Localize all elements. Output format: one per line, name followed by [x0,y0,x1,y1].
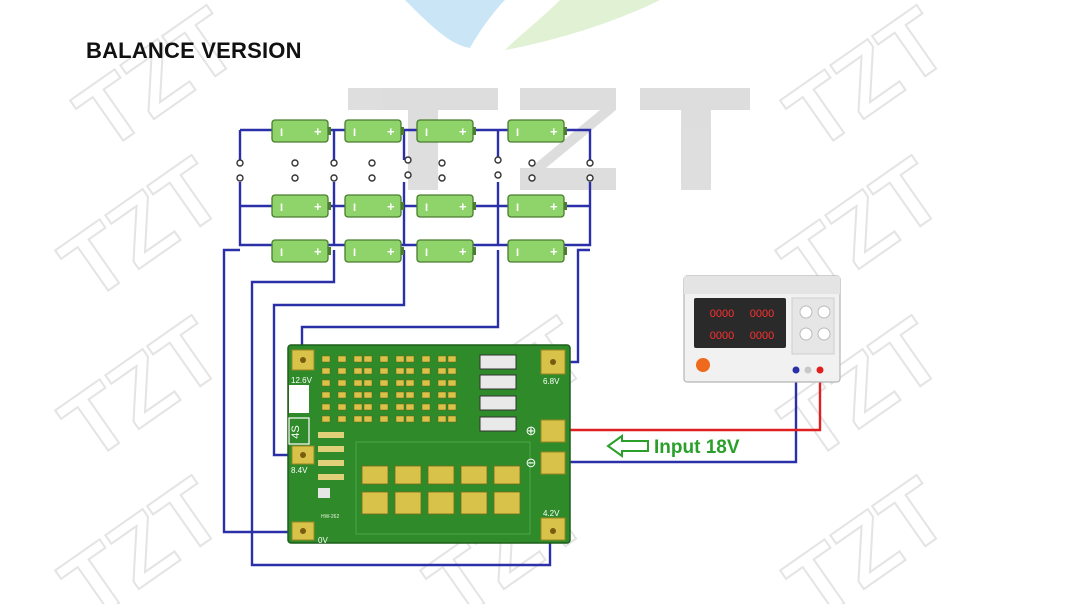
svg-text:+: + [459,244,467,259]
power-supply: 0000 0000 0000 0000 [683,275,841,383]
svg-text:+: + [314,199,322,214]
display-bottom-right: 0000 [750,330,774,342]
watermark-tile: TZT [44,299,241,479]
battery-cell: I+ [344,194,404,218]
watermark-tile: TZT [44,139,241,319]
pad-label-12-6v: 12.6V [291,376,313,385]
display-top-left: 0000 [710,308,734,320]
svg-text:I: I [280,202,283,214]
svg-text:I: I [516,247,519,259]
logo-swoosh [405,0,660,50]
svg-text:+: + [387,124,395,139]
svg-text:+: + [550,199,558,214]
wire-positive-input [550,375,822,432]
junction-dots [236,156,594,182]
svg-text:+: + [387,199,395,214]
battery-cell: I+ [344,119,404,143]
battery-cell: I+ [271,194,331,218]
plus-symbol: ⊕ [526,423,537,438]
svg-text:I: I [516,127,519,139]
battery-cell: I+ [271,119,331,143]
silkscreen-box [289,385,309,413]
display-top-right: 0000 [750,308,774,320]
watermark-large [348,88,750,190]
svg-text:+: + [459,199,467,214]
svg-text:I: I [353,247,356,259]
svg-text:+: + [314,124,322,139]
svg-text:+: + [550,244,558,259]
watermark-tile: TZT [59,0,256,169]
svg-text:I: I [353,127,356,139]
svg-text:I: I [280,127,283,139]
battery-cell: I+ [344,239,404,263]
battery-cell: I+ [507,194,567,218]
power-switch-icon [696,358,710,372]
pad-label-4-2v: 4.2V [543,509,560,518]
battery-cell: I+ [416,239,476,263]
watermark-tile: TZT [769,0,966,169]
display-bottom-left: 0000 [710,330,734,342]
svg-text:I: I [516,202,519,214]
watermark-tile: TZT [44,459,241,604]
pad-label-8-4v: 8.4V [291,466,308,475]
svg-text:I: I [425,202,428,214]
input-arrow [606,434,649,458]
svg-text:I: I [425,247,428,259]
bms-board: 4S HW-262 12.6V 8.4V 0V 6.8V 4.2V ⊕ ⊖ [287,344,571,545]
minus-symbol: ⊖ [526,455,537,470]
series-mark: 4S [290,425,302,438]
battery-cell: I+ [416,194,476,218]
svg-text:I: I [280,247,283,259]
battery-cell: I+ [507,239,567,263]
input-label: Input 18V [654,437,740,458]
page-title: BALANCE VERSION [86,38,302,63]
svg-text:+: + [550,124,558,139]
battery-cell: I+ [507,119,567,143]
battery-cell: I+ [416,119,476,143]
watermark-tile: TZT [769,459,966,604]
shunt-resistors [479,354,517,432]
svg-text:I: I [353,202,356,214]
model-text: HW-262 [321,514,339,520]
svg-text:+: + [459,124,467,139]
svg-text:I: I [425,127,428,139]
battery-cells: I+I+I+I+I+I+I+I+I+I+I+I+ [271,119,567,263]
pad-label-6-8v: 6.8V [543,377,560,386]
pad-label-0v: 0V [318,536,328,545]
svg-text:+: + [314,244,322,259]
battery-cell: I+ [271,239,331,263]
smd-components [318,355,457,498]
svg-text:+: + [387,244,395,259]
mosfet-pads [355,441,531,535]
